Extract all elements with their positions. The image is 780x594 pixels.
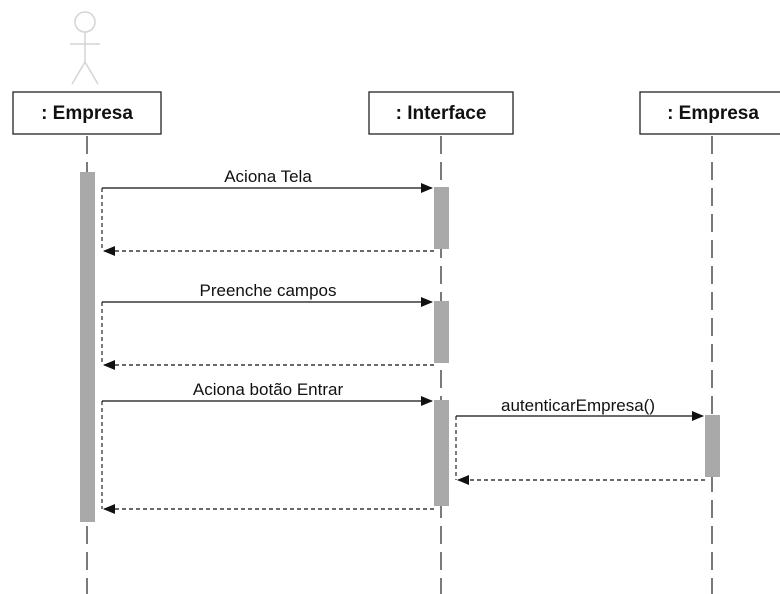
participant-label: : Interface — [396, 103, 487, 124]
message-autenticar-empresa: autenticarEmpresa() — [455, 396, 704, 480]
message-label: Aciona botão Entrar — [193, 380, 344, 399]
activation-bar-empresa-1 — [80, 172, 95, 522]
participant-empresa-1: : Empresa — [12, 91, 162, 135]
actor-figure-icon — [70, 11, 100, 85]
participant-label: : Empresa — [41, 103, 133, 124]
activation-bar-interface-2 — [434, 301, 449, 363]
message-label: autenticarEmpresa() — [501, 396, 655, 415]
participant-interface: : Interface — [368, 91, 514, 135]
message-aciona-botao-entrar: Aciona botão Entrar — [101, 380, 433, 509]
participant-empresa-2: : Empresa — [639, 91, 780, 135]
message-label: Preenche campos — [199, 281, 336, 300]
activation-bar-empresa-2 — [705, 415, 720, 477]
message-label: Aciona Tela — [224, 167, 312, 186]
activation-bar-interface-3 — [434, 400, 449, 506]
participant-label: : Empresa — [667, 103, 759, 124]
message-preenche-campos: Preenche campos — [101, 281, 433, 365]
activation-bar-interface-1 — [434, 187, 449, 249]
message-aciona-tela: Aciona Tela — [101, 167, 433, 251]
